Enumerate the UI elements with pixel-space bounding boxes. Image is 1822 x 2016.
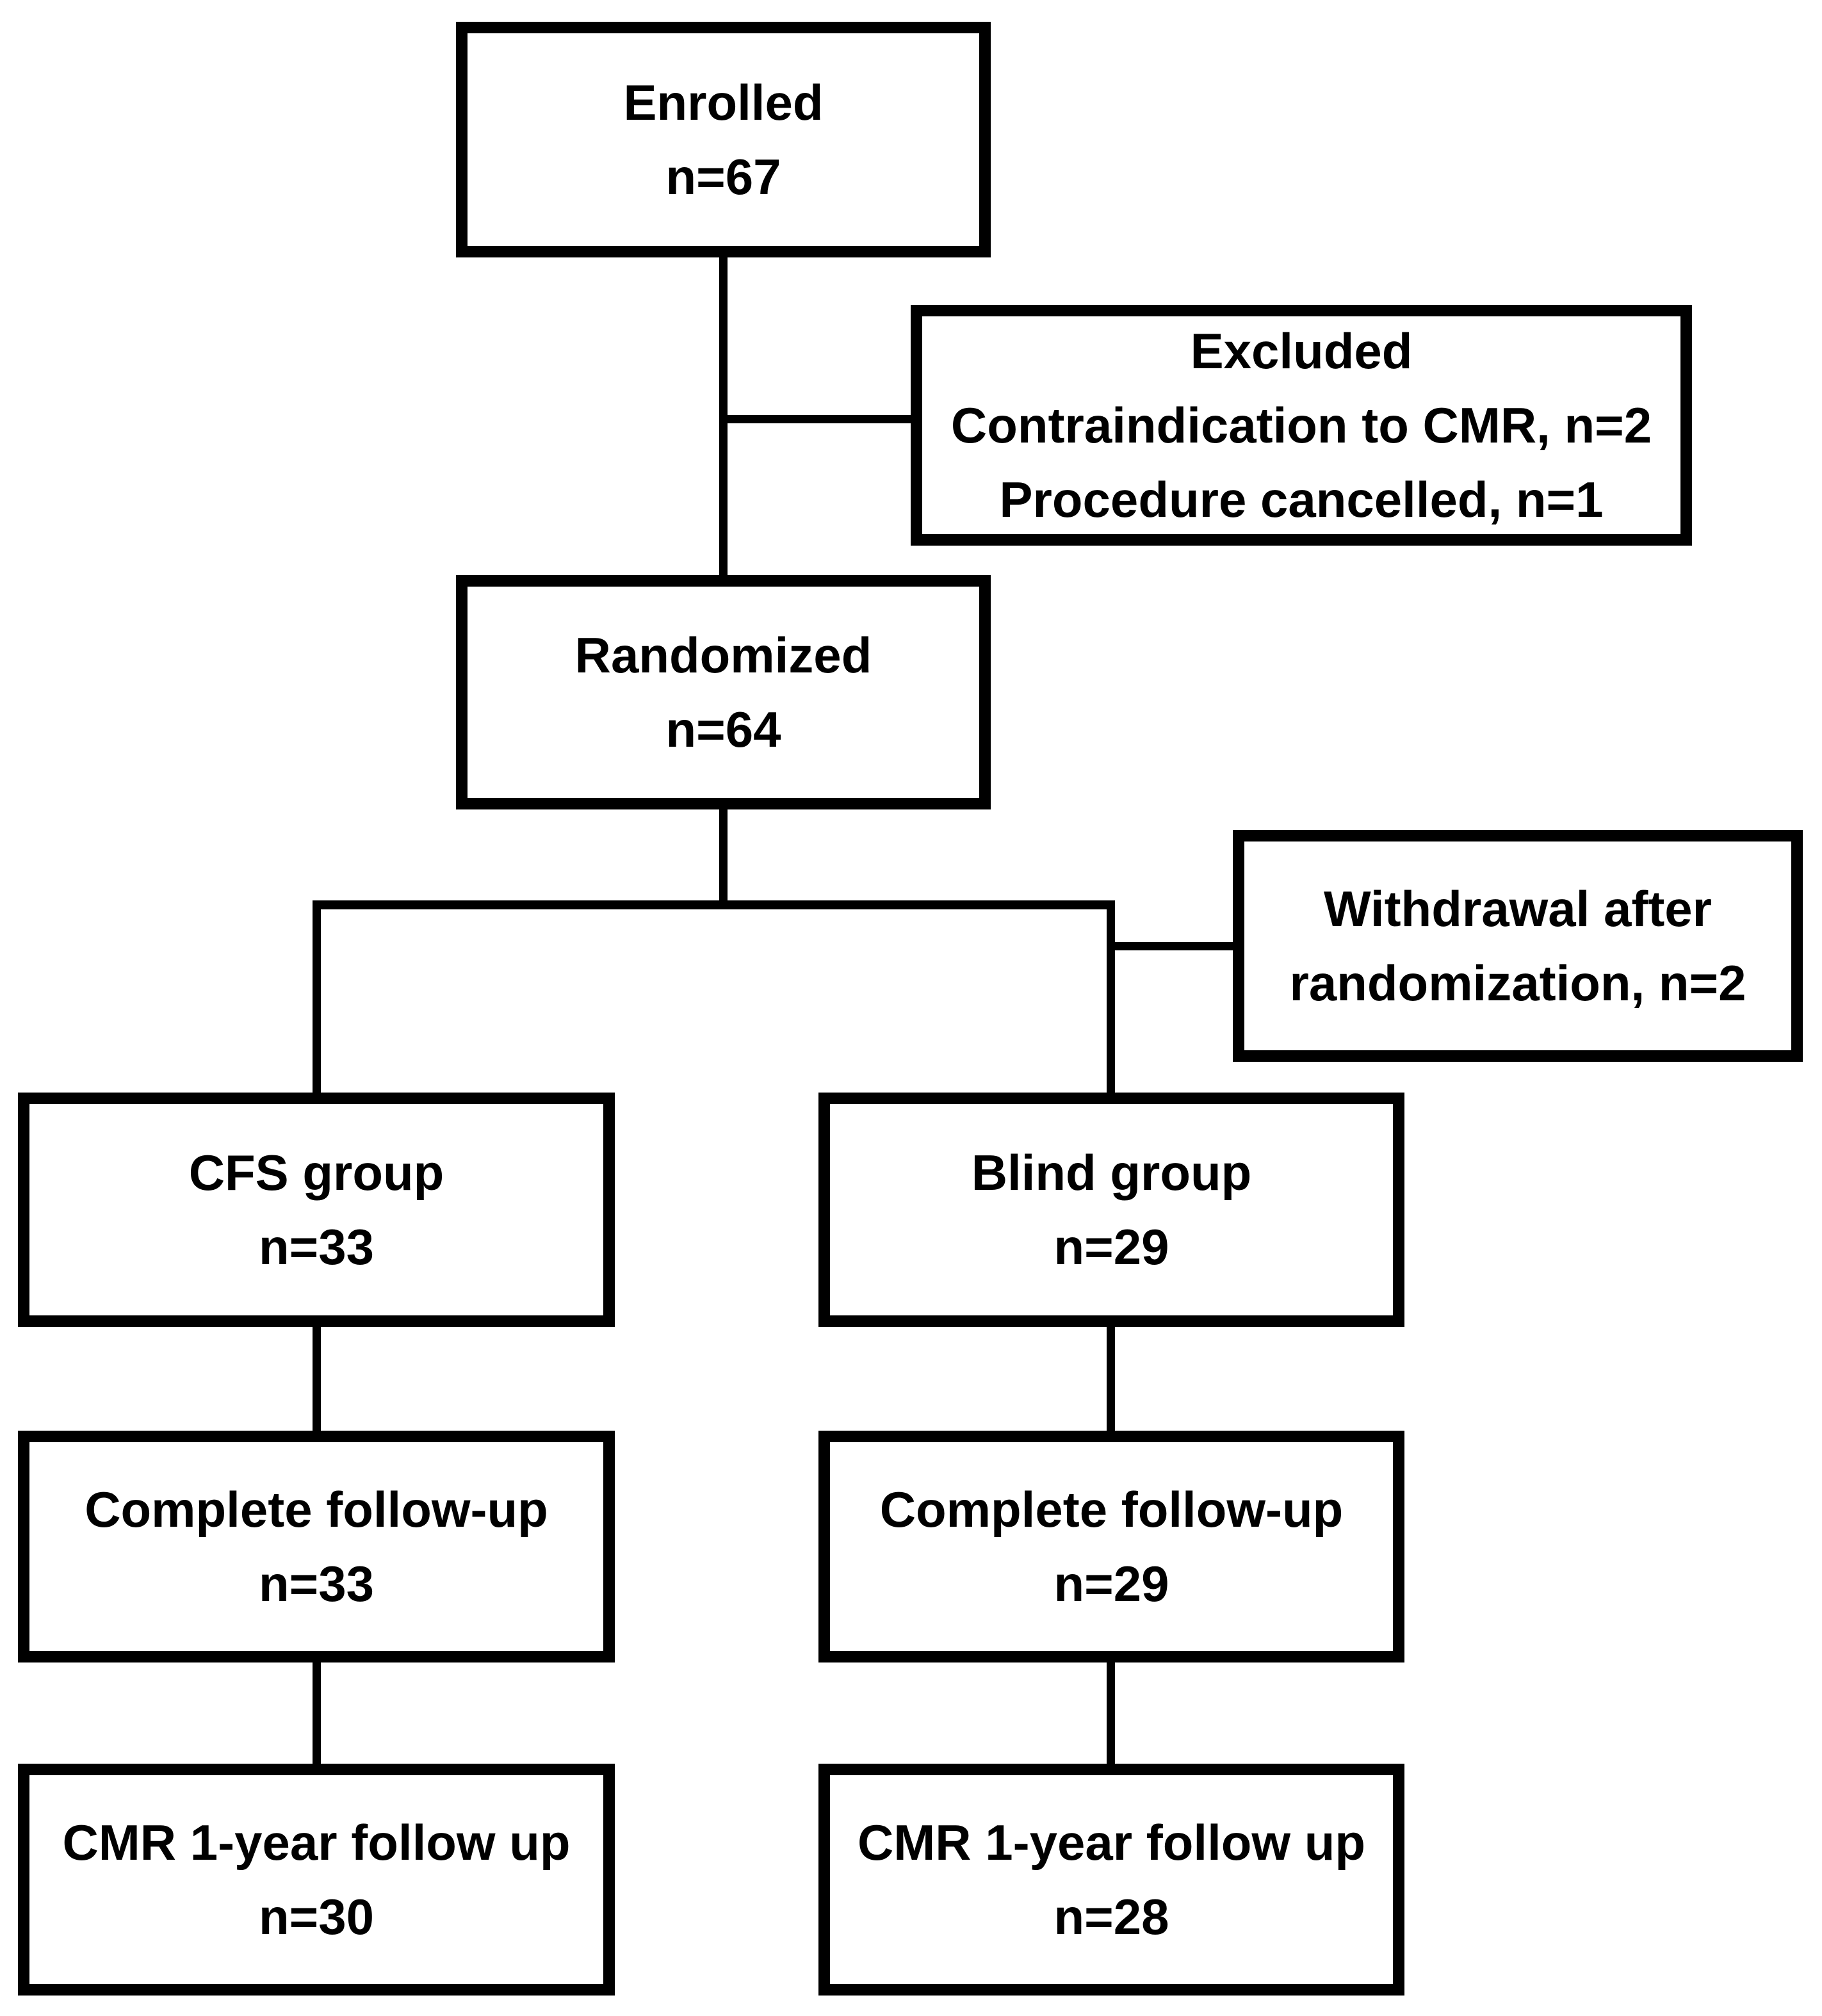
withdrawal-label-2: randomization, n=2	[1289, 955, 1746, 1011]
box-cfs-complete-followup: Complete follow-up n=33	[18, 1431, 615, 1662]
cfs-followup-label: Complete follow-up	[85, 1481, 548, 1538]
excluded-reason-2: Procedure cancelled, n=1	[999, 471, 1604, 528]
cfs-followup-count: n=33	[259, 1556, 374, 1612]
box-cfs-group: CFS group n=33	[18, 1093, 615, 1327]
box-cfs-cmr-1year-followup: CMR 1-year follow up n=30	[18, 1764, 615, 1996]
connector-cfs-followup-cmr	[313, 1662, 321, 1764]
withdrawal-label-1: Withdrawal after	[1323, 881, 1712, 937]
connector-branch-bar	[313, 900, 1115, 909]
excluded-reason-1: Contraindication to CMR, n=2	[950, 397, 1652, 453]
blind-cmr-count: n=28	[1053, 1889, 1169, 1945]
connector-blind-group-followup	[1107, 1327, 1115, 1431]
cfs-group-label: CFS group	[188, 1144, 444, 1201]
blind-followup-count: n=29	[1053, 1556, 1169, 1612]
randomized-count: n=64	[665, 701, 781, 758]
blind-cmr-label: CMR 1-year follow up	[857, 1814, 1366, 1871]
box-withdrawal: Withdrawal after randomization, n=2	[1233, 830, 1803, 1062]
blind-group-label: Blind group	[971, 1144, 1252, 1201]
blind-followup-label: Complete follow-up	[879, 1481, 1344, 1538]
connector-branch-cfs-group	[313, 900, 321, 1093]
box-blind-complete-followup: Complete follow-up n=29	[818, 1431, 1404, 1662]
enrolled-label: Enrolled	[623, 74, 824, 131]
cfs-cmr-label: CMR 1-year follow up	[62, 1814, 571, 1871]
enrolled-count: n=67	[665, 149, 781, 205]
cfs-cmr-count: n=30	[259, 1889, 374, 1945]
excluded-label: Excluded	[1190, 323, 1413, 379]
connector-blind-followup-cmr	[1107, 1662, 1115, 1764]
connector-to-withdrawal	[1107, 942, 1233, 950]
connector-randomized-branch	[719, 809, 728, 909]
box-blind-cmr-1year-followup: CMR 1-year follow up n=28	[818, 1764, 1404, 1996]
connector-to-excluded	[719, 415, 911, 423]
box-excluded: Excluded Contraindication to CMR, n=2 Pr…	[911, 305, 1692, 546]
connector-branch-blind-group	[1107, 900, 1115, 1093]
blind-group-count: n=29	[1053, 1219, 1169, 1275]
box-enrolled: Enrolled n=67	[456, 22, 991, 257]
box-randomized: Randomized n=64	[456, 575, 991, 809]
cfs-group-count: n=33	[259, 1219, 374, 1275]
box-blind-group: Blind group n=29	[818, 1093, 1404, 1327]
randomized-label: Randomized	[574, 627, 872, 683]
connector-cfs-group-followup	[313, 1327, 321, 1431]
